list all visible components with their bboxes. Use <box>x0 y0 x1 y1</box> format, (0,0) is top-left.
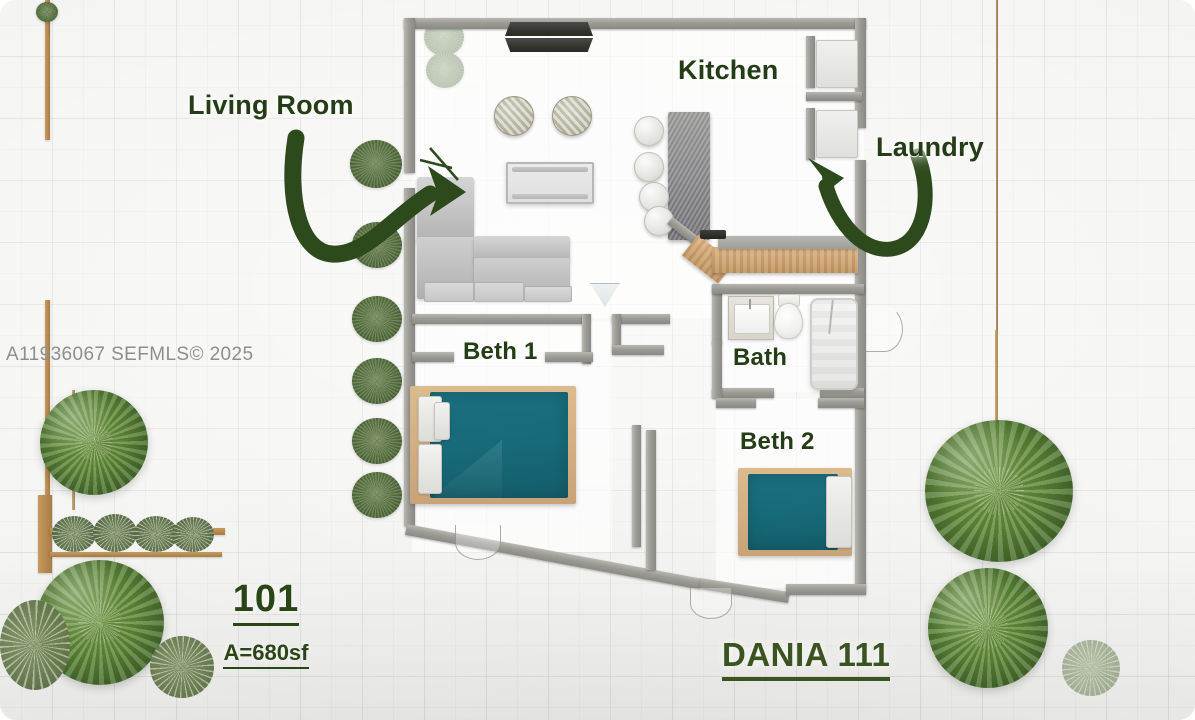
palm-row-plant <box>352 472 402 518</box>
wall-exterior-right <box>855 18 866 128</box>
wall-laundry-divider <box>806 92 862 101</box>
kitchen-counter-wood <box>712 247 858 273</box>
washer <box>816 40 858 88</box>
hedge-plant <box>93 514 137 552</box>
wall-bath-left-lower <box>712 340 722 398</box>
unit-info-block: 101 A=680sf <box>196 578 336 669</box>
coffee-table-shelf-top <box>512 167 588 172</box>
unit-number: 101 <box>232 578 300 626</box>
palm-accent <box>36 2 58 22</box>
wall-exterior-bottom-right <box>786 584 866 595</box>
wall-kitchen-bath-left <box>712 284 722 344</box>
unit-area: A=680sf <box>223 640 309 669</box>
bed1-door-swing <box>455 525 501 560</box>
wall-bed1-closet <box>612 345 664 355</box>
wall-laundry-left-lower <box>806 108 815 160</box>
wall-exterior-left-lower <box>404 188 415 526</box>
wall-interior-vertical-center-upper <box>632 425 641 547</box>
wall-laundry-left <box>806 36 815 88</box>
fence-rail-hedge-lower <box>50 552 222 557</box>
palm-row-plant <box>352 358 402 404</box>
pillow <box>826 476 852 548</box>
tv-media-console <box>505 38 593 52</box>
round-pouf <box>552 96 592 136</box>
dryer <box>816 110 858 158</box>
wall-living-bed1-divider <box>412 314 590 324</box>
hedge-plant <box>172 517 214 552</box>
palm-row-plant <box>352 418 402 464</box>
palm-row-plant <box>352 296 402 342</box>
bathtub <box>810 298 858 390</box>
wall-bed2-top <box>716 398 756 408</box>
wall-bed1-top-stub <box>412 352 454 362</box>
plan-title: DANIA 111 <box>722 636 891 681</box>
room-label-bedroom-2: Beth 2 <box>724 422 831 462</box>
room-label-laundry: Laundry <box>860 126 1000 169</box>
wall-living-divider-right <box>612 314 670 324</box>
bush <box>150 636 214 698</box>
sofa-cushion <box>524 286 572 302</box>
wall-bed1-top-stub-right <box>545 352 593 362</box>
wall-exterior-right-mid <box>855 160 866 592</box>
wall-bath-bottom <box>712 388 774 398</box>
pillow <box>434 402 450 440</box>
coffee-table-shelf-bottom <box>512 194 588 199</box>
bed-twin-mattress <box>748 474 838 550</box>
tv-media-unit <box>505 22 593 36</box>
entry-arrow-living-room <box>284 129 466 263</box>
cooktop <box>700 230 726 239</box>
hedge-plant <box>52 516 96 552</box>
pillow <box>418 444 442 494</box>
tree <box>925 420 1073 562</box>
wall-bed2-top-right <box>818 398 864 408</box>
wall-bath-bottom-right <box>820 388 864 398</box>
wall-exterior-left <box>404 18 415 173</box>
bed-queen-mattress <box>430 392 568 498</box>
tree <box>928 568 1048 688</box>
hedge-plant <box>134 516 178 552</box>
sofa-cushion <box>474 282 524 302</box>
faucet-icon <box>749 299 751 309</box>
bar-stool <box>634 152 664 182</box>
bed2-door-swing <box>690 588 732 619</box>
room-label-bathroom: Bath <box>716 338 804 378</box>
bathroom-vanity <box>728 296 774 340</box>
fence-post-left-gate <box>38 495 52 573</box>
sofa-main-back <box>474 236 570 262</box>
wall-interior-vertical-center <box>646 430 656 570</box>
mls-watermark: A11936067 SEFMLS© 2025 <box>6 344 254 365</box>
coffee-table <box>506 162 594 204</box>
room-label-bedroom-1: Beth 1 <box>447 332 554 372</box>
fence-post-left <box>45 0 50 140</box>
tree <box>40 390 148 495</box>
room-label-living-room: Living Room <box>172 84 370 127</box>
kitchen-counter-grey <box>718 236 858 249</box>
round-pouf <box>494 96 534 136</box>
entry-arrow-laundry <box>808 148 933 257</box>
bathroom-door-swing <box>866 306 903 352</box>
sofa-cushion <box>424 282 474 302</box>
sink-basin <box>734 304 770 334</box>
toilet <box>774 303 803 339</box>
bar-stool <box>634 116 664 146</box>
wall-bed1-door-jamb <box>582 314 591 364</box>
bush <box>1062 640 1120 696</box>
palm-row-plant <box>350 140 402 188</box>
bush <box>0 600 70 690</box>
wall-exterior-top <box>404 18 866 29</box>
wall-bath-top <box>712 284 864 294</box>
room-label-kitchen: Kitchen <box>661 49 795 92</box>
wall-bed1-right <box>612 314 621 352</box>
site-line-right <box>996 0 998 330</box>
